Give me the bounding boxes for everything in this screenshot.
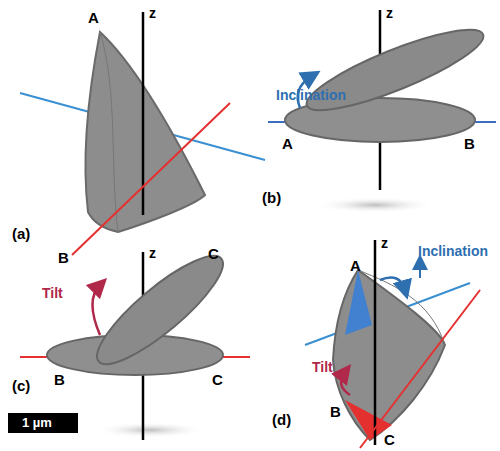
panel-d bbox=[305, 240, 480, 448]
point-label: A bbox=[88, 10, 99, 25]
point-label: B bbox=[58, 250, 69, 265]
rotation-label: Tilt bbox=[42, 286, 63, 300]
point-label: A bbox=[350, 258, 361, 273]
point-label: B bbox=[330, 404, 341, 419]
point-label: C bbox=[208, 246, 219, 261]
panel-c bbox=[8, 242, 250, 440]
axis-label: z bbox=[386, 6, 393, 20]
panel-a bbox=[20, 12, 265, 255]
panel-label: (d) bbox=[272, 412, 291, 427]
rotation-label: Inclination bbox=[418, 244, 488, 258]
point-label: B bbox=[464, 136, 475, 151]
panel-label: (a) bbox=[12, 226, 30, 241]
panel-label: (c) bbox=[12, 378, 30, 393]
rotation-label: Inclination bbox=[276, 88, 346, 102]
scale-label: 1 µm bbox=[22, 416, 52, 429]
point-label: B bbox=[54, 372, 65, 387]
rotation-label: Tilt bbox=[312, 360, 333, 374]
point-label: C bbox=[212, 372, 223, 387]
panel-b bbox=[268, 10, 496, 213]
point-label: A bbox=[282, 136, 293, 151]
point-label: C bbox=[384, 432, 395, 447]
axis-label: z bbox=[381, 236, 388, 250]
scale-bar bbox=[8, 413, 78, 433]
axis-label: z bbox=[149, 6, 156, 20]
panel-label: (b) bbox=[262, 190, 281, 205]
axis-label: z bbox=[149, 246, 156, 260]
